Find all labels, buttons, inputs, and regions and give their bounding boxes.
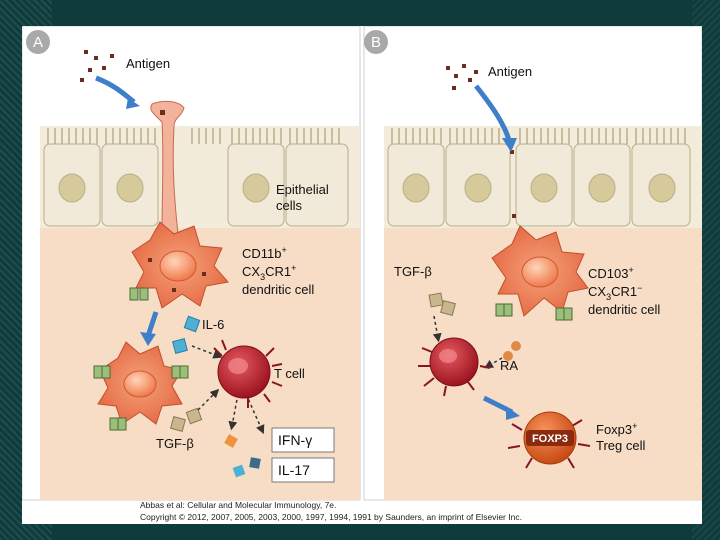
cd103-label: CD103+ bbox=[588, 265, 634, 281]
mhc-receptor-a1 bbox=[129, 287, 149, 301]
antigen-particles-a bbox=[80, 50, 114, 82]
il17-box bbox=[271, 457, 335, 483]
il6-molecule-2 bbox=[172, 338, 188, 354]
t-cell-b bbox=[429, 337, 479, 387]
tgfb-molecule-a2 bbox=[185, 407, 203, 425]
tgfb-label-b: TGF-β bbox=[394, 264, 432, 279]
panel-a-letter: A bbox=[33, 34, 43, 51]
treg-cell-processes bbox=[507, 419, 591, 469]
mhc-receptors-b bbox=[495, 303, 573, 321]
ra-molecule-2 bbox=[503, 351, 513, 361]
differentiation-arrowhead bbox=[506, 406, 520, 420]
migration-arrowhead-a bbox=[140, 332, 156, 346]
antigen-in-dc-a bbox=[148, 258, 206, 292]
t-cell-a-processes bbox=[213, 339, 283, 408]
il6-molecule-1 bbox=[183, 315, 201, 333]
il6-label: IL-6 bbox=[202, 317, 224, 332]
ifng-box bbox=[271, 427, 335, 453]
t-cell-label: T cell bbox=[274, 366, 305, 381]
antigen-arrow-a bbox=[95, 75, 136, 104]
t-cell-b-highlight bbox=[439, 349, 457, 363]
antigen-dot bbox=[160, 110, 165, 115]
dendritic-cell-nucleus-a bbox=[159, 250, 197, 282]
microvilli-a bbox=[47, 128, 340, 144]
panel-b: FOXP3 B Antigen TGF-β CD103+ CX3CR1− den… bbox=[363, 25, 703, 501]
ifng-molecule bbox=[224, 434, 238, 448]
ra-label: RA bbox=[500, 358, 518, 373]
dendrite-extension bbox=[150, 100, 185, 235]
epithelial-nuclei-a bbox=[58, 173, 270, 203]
treg-label-line2: Treg cell bbox=[596, 438, 645, 453]
cx3cr1-label-b: CX3CR1− bbox=[588, 283, 642, 302]
ra-arrow bbox=[484, 357, 503, 369]
foxp3-badge bbox=[526, 430, 574, 446]
dendritic-cell-nucleus-lower bbox=[123, 370, 157, 398]
panel-a: A Antigen Epithelial cells CD11b+ CX3CR1… bbox=[21, 25, 361, 501]
tgfb-label-a: TGF-β bbox=[156, 436, 194, 451]
dendritic-cell-label-a: dendritic cell bbox=[242, 282, 314, 297]
slide: A Antigen Epithelial cells CD11b+ CX3CR1… bbox=[21, 25, 703, 524]
cd11b-label: CD11b+ bbox=[242, 245, 287, 261]
tgfb-arrow-b bbox=[432, 315, 442, 343]
ifng-label: IFN-γ bbox=[278, 432, 312, 448]
tgfb-molecule-a1 bbox=[170, 416, 186, 432]
panel-b-letter: B bbox=[371, 34, 381, 51]
epithelial-label-line1: Epithelial bbox=[276, 182, 329, 197]
tgfb-molecule-b1 bbox=[428, 292, 444, 308]
antigen-particles-b bbox=[446, 64, 516, 218]
antigen-label-a: Antigen bbox=[126, 56, 170, 71]
treg-label-line1: Foxp3+ bbox=[596, 421, 637, 437]
tgfb-molecule-b2 bbox=[440, 300, 456, 316]
antigen-arrowhead-a bbox=[126, 98, 140, 109]
t-cell-b-processes bbox=[418, 347, 491, 397]
mhc-receptors-lower bbox=[93, 365, 189, 431]
epithelial-nuclei-b bbox=[402, 173, 676, 203]
il17-molecule-1 bbox=[232, 464, 246, 478]
t-cell-a-highlight bbox=[228, 358, 248, 374]
il6-arrow bbox=[191, 345, 223, 359]
ra-molecule-1 bbox=[511, 341, 521, 351]
epithelial-label-line2: cells bbox=[276, 198, 303, 213]
foxp3-label: FOXP3 bbox=[532, 433, 568, 445]
caption-line1: Abbas et al: Cellular and Molecular Immu… bbox=[140, 500, 337, 510]
caption-line2: Copyright © 2012, 2007, 2005, 2003, 2000… bbox=[140, 512, 522, 522]
microvilli-b bbox=[391, 128, 686, 144]
dendritic-cell-nucleus-b bbox=[521, 256, 559, 288]
panel-b-badge bbox=[364, 30, 388, 54]
panel-a-badge bbox=[26, 30, 50, 54]
migration-arrow-a bbox=[145, 311, 159, 337]
antigen-label-b: Antigen bbox=[488, 64, 532, 79]
figure-svg: A Antigen Epithelial cells CD11b+ CX3CR1… bbox=[21, 25, 703, 501]
il17-molecule-2 bbox=[249, 457, 261, 469]
dendritic-cell-label-b: dendritic cell bbox=[588, 302, 660, 317]
cx3cr1-label-a: CX3CR1+ bbox=[242, 263, 296, 282]
il17-label: IL-17 bbox=[278, 462, 310, 478]
antigen-arrowhead-b bbox=[502, 138, 517, 152]
tgfb-arrow-a bbox=[197, 388, 220, 411]
